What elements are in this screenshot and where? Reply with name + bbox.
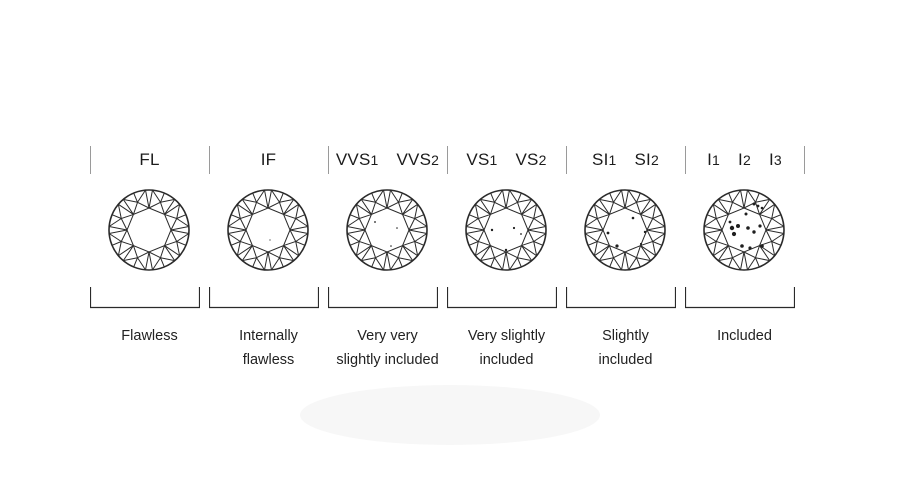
inclusion-mark [520,233,522,235]
inclusion-mark [756,204,760,208]
grade-separator [566,146,567,174]
inclusion-mark [728,220,732,224]
inclusion-mark [396,227,398,229]
clarity-description: Included [679,324,810,348]
diamond-icon [108,189,190,271]
grade-label: VS1 [466,150,498,169]
description-line: included [598,352,653,368]
grade-separator [90,146,91,174]
inclusion-mark [729,225,735,231]
inclusion-mark [752,230,756,234]
inclusion-mark [615,244,619,248]
clarity-column: FL Flawless [90,0,209,500]
diamond-icon [346,189,428,271]
bracket [209,287,319,309]
inclusion-mark [374,221,376,223]
bracket [328,287,438,309]
clarity-description: Very very slightly included [322,324,453,372]
grade-separator [804,146,805,174]
grade-label: IF [260,150,277,169]
inclusion-mark [760,206,764,210]
inclusion-mark [731,231,737,237]
clarity-column: IF Internally flawless [209,0,328,500]
description-line: Flawless [121,328,178,344]
inclusion-mark [390,245,392,247]
grade-label: VVS2 [396,150,440,169]
grade-label: I2 [738,150,751,169]
inclusion-mark [643,230,647,234]
grade-label: SI2 [634,150,659,169]
grade-label: I1 [707,150,721,169]
diamond-icon [465,189,547,271]
description-line: included [479,352,534,368]
clarity-description: Flawless [84,324,215,348]
grade-labels: IF [209,150,328,170]
clarity-description: Very slightly included [441,324,572,372]
inclusion-mark [746,226,750,230]
inclusion-mark [758,224,762,228]
grade-labels: VS1 VS2 [447,150,566,170]
inclusion-mark [490,228,494,232]
grade-separator [685,146,686,174]
grade-labels: SI1 SI2 [566,150,685,170]
grade-labels: FL [90,150,209,170]
diamond-icon [584,189,666,271]
clarity-description: Slightly included [560,324,691,372]
diamond-icon [703,189,785,271]
description-line: Very very [357,328,418,344]
bracket [447,287,557,309]
grade-labels: VVS1 VVS2 [328,150,447,170]
inclusion-mark [606,231,610,235]
inclusion-mark [631,216,635,220]
grade-separator [209,146,210,174]
grade-label: FL [139,150,160,169]
description-line: slightly included [336,352,439,368]
inclusion-mark [744,212,748,216]
inclusion-mark [736,224,740,228]
diamond-icon [227,189,309,271]
inclusion-mark [752,202,756,206]
bracket [685,287,795,309]
grade-label: VVS1 [335,150,379,169]
inclusion-mark [748,246,752,250]
inclusion-mark [639,242,643,246]
grade-label: VS2 [515,150,547,169]
description-line: flawless [242,352,295,368]
bracket [90,287,200,309]
description-line: Included [717,328,772,344]
inclusion-mark [269,239,271,241]
description-line: Very slightly [467,328,546,344]
inclusion-mark [760,244,764,248]
inclusion-mark [512,226,516,230]
grade-labels: I1 I2 I3 [685,150,804,170]
description-line: Slightly [602,328,649,344]
soft-shadow [300,385,600,445]
inclusion-mark [740,244,744,248]
bracket [566,287,676,309]
grade-separator [447,146,448,174]
grade-separator [328,146,329,174]
inclusion-mark [504,248,508,252]
grade-label: SI1 [592,150,617,169]
clarity-description: Internally flawless [203,324,334,372]
description-line: Internally [239,328,298,344]
grade-label: I3 [768,150,782,169]
